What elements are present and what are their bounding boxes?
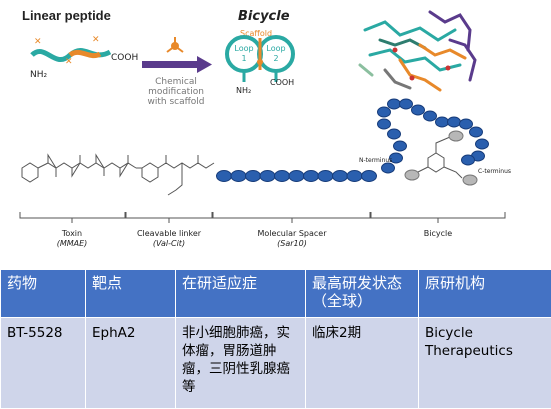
header-target: 靶点 <box>85 269 176 318</box>
tata-scaffold-structure <box>417 136 463 179</box>
linker-structure <box>136 155 215 196</box>
toxin-structure <box>21 153 137 183</box>
spacer-bead <box>361 170 377 182</box>
cysteine-mark-1: ✕ <box>34 37 42 47</box>
table-header-row: 药物 靶点 在研适应症 最高研发状态（全球） 原研机构 <box>0 269 551 318</box>
spacer-bead <box>245 170 261 182</box>
bicycle-bead <box>447 116 461 128</box>
bicycle-bead <box>475 138 489 150</box>
linear-peptide-title: Linear peptide <box>22 8 111 23</box>
bicycle-nh2-label: NH₂ <box>236 86 251 95</box>
loop-2-number: 2 <box>273 54 278 63</box>
loop-1-number: 1 <box>241 54 246 63</box>
segment-braces <box>19 212 506 223</box>
bicycle-bead <box>387 128 401 140</box>
c-terminus-label: C-terminus <box>478 168 511 175</box>
n-terminus-label: N-terminus <box>359 157 392 164</box>
spacer-bead <box>230 170 247 182</box>
bicycle-terminal-bead-2 <box>462 174 478 186</box>
loop-2-label: Loop <box>266 44 285 53</box>
spacer-label: Molecular Spacer <box>257 229 327 238</box>
spacer-bead <box>332 170 348 182</box>
bicycle-conjugate-diagram: Linear peptide NH₂ COOH ✕ ✕ ✕ Chemical m… <box>19 8 511 248</box>
bicycle-bead <box>393 140 407 152</box>
bicycle-segment-label: Bicycle <box>424 229 452 238</box>
arrow-caption-2: modification <box>148 87 204 97</box>
cell-originator: Bicycle Therapeutics <box>418 317 551 409</box>
linker-label: Cleavable linker <box>137 229 202 238</box>
spacer-bead <box>346 170 363 182</box>
spacer-bead <box>274 170 290 182</box>
bicycle-bead <box>435 116 449 128</box>
spacer-sublabel: (Sar10) <box>277 239 307 248</box>
linear-peptide-chain-orange <box>68 49 102 59</box>
header-indication: 在研适应症 <box>175 269 306 318</box>
arrow-caption-3: with scaffold <box>147 97 204 107</box>
arrow-caption-1: Chemical <box>155 77 197 87</box>
toxin-sublabel: (MMAE) <box>57 239 88 248</box>
cell-status: 临床2期 <box>305 317 419 409</box>
loop-1-label: Loop <box>234 44 253 53</box>
bicycle-bead <box>423 110 437 122</box>
table-row: BT-5528 EphA2 非小细胞肺癌，实体瘤，胃肠道肿瘤，三阴性乳腺癌等 临… <box>0 317 551 409</box>
bicycle-terminal-bead-1 <box>404 169 420 181</box>
bicycle-bead <box>381 162 395 174</box>
spacer-bead <box>317 170 334 182</box>
bicycle-bead <box>387 98 401 110</box>
cell-drug: BT-5528 <box>0 317 86 409</box>
bicycle-bead <box>399 98 413 110</box>
bicycle-bead <box>377 106 391 118</box>
bicycle-bead <box>411 104 425 116</box>
cell-target: EphA2 <box>85 317 176 409</box>
bicycle-bead <box>389 152 403 164</box>
reaction-arrow-head <box>197 56 212 73</box>
linear-nh2-label: NH₂ <box>30 70 48 80</box>
drug-info-table: 药物 靶点 在研适应症 最高研发状态（全球） 原研机构 BT-5528 EphA… <box>0 269 551 409</box>
bicycle-cooh-label: COOH <box>270 78 294 87</box>
bicycle-bead <box>459 118 473 130</box>
linker-sublabel: (Val-Cit) <box>153 239 185 248</box>
bicycle-bead <box>461 154 475 166</box>
bicycle-terminal-bead-3 <box>448 130 464 142</box>
header-status: 最高研发状态（全球） <box>305 269 419 318</box>
cell-indication: 非小细胞肺癌，实体瘤，胃肠道肿瘤，三阴性乳腺癌等 <box>175 317 306 409</box>
bicycle-title: Bicycle <box>238 9 290 24</box>
bicycle-bead <box>469 126 483 138</box>
spacer-bead <box>259 170 276 182</box>
bicycle-peptide-beads <box>377 98 489 174</box>
bicycle-bead <box>377 118 391 130</box>
header-drug: 药物 <box>0 269 86 318</box>
sar10-spacer-chain <box>216 170 377 182</box>
spacer-bead <box>216 170 232 182</box>
spacer-bead <box>288 170 305 182</box>
linear-cooh-label: COOH <box>111 53 138 63</box>
toxin-label: Toxin <box>61 229 82 238</box>
cysteine-mark-3: ✕ <box>92 35 100 45</box>
reaction-arrow-shaft <box>142 61 197 68</box>
header-originator: 原研机构 <box>418 269 551 318</box>
spacer-bead <box>303 170 319 182</box>
crystal-structure-image <box>358 10 477 92</box>
cysteine-mark-2: ✕ <box>65 57 73 67</box>
scaffold-label: Scaffold <box>240 29 272 38</box>
